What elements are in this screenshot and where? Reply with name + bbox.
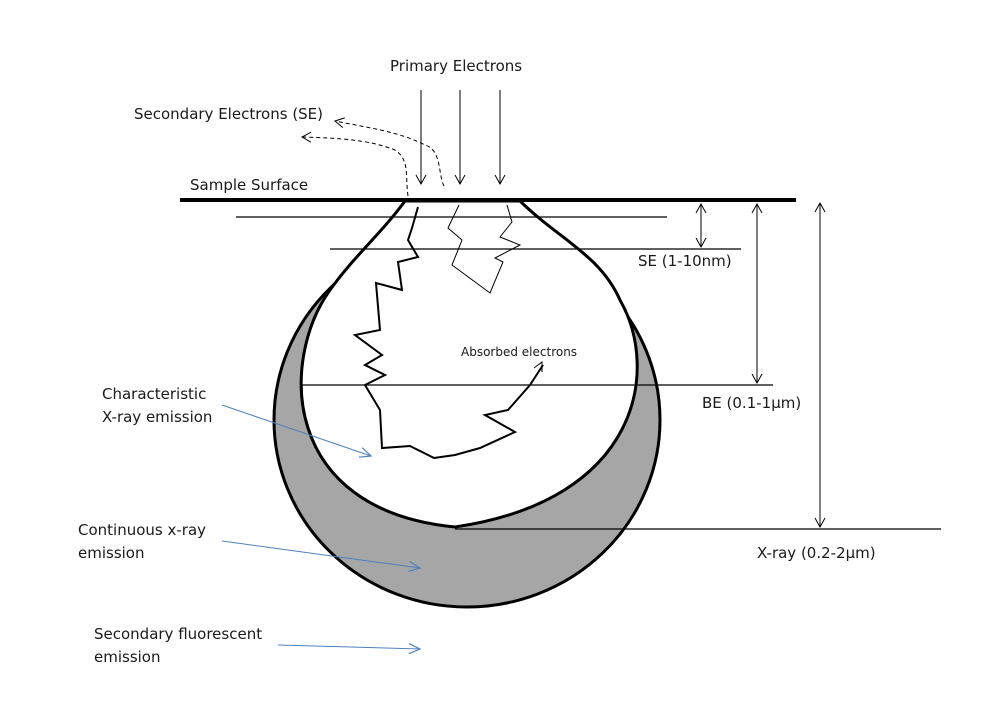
characteristic-label-line1: Characteristic [102, 385, 206, 403]
continuous-callout-arrow [221, 540, 422, 573]
continuous-label-line1: Continuous x-ray [78, 521, 206, 539]
se-depth-label: SE (1-10nm) [638, 252, 732, 270]
absorbed-electron-arrowhead [533, 361, 543, 372]
fluorescent-label-line2: emission [94, 648, 161, 666]
characteristic-label-line2: X-ray emission [102, 408, 212, 426]
absorbed-electrons-label: Absorbed electrons [461, 345, 577, 359]
electron-trajectory-main [352, 206, 544, 460]
xray-depth-label: X-ray (0.2-2µm) [757, 544, 876, 562]
be-depth-label: BE (0.1-1µm) [702, 394, 801, 412]
electron-trajectory-2 [447, 204, 522, 294]
continuous-label-line2: emission [78, 544, 145, 562]
secondary-electron-path-2 [300, 131, 409, 197]
secondary-electron-path-1 [333, 117, 445, 187]
fluorescent-label-line1: Secondary fluorescent [94, 625, 262, 643]
characteristic-callout-arrow [221, 404, 373, 458]
fluorescent-callout-arrow [277, 643, 422, 655]
secondary-electrons-label: Secondary Electrons (SE) [134, 105, 323, 123]
primary-electrons-label: Primary Electrons [390, 57, 522, 75]
sample-surface-label: Sample Surface [190, 176, 308, 194]
backscatter-teardrop-region [299, 199, 639, 529]
